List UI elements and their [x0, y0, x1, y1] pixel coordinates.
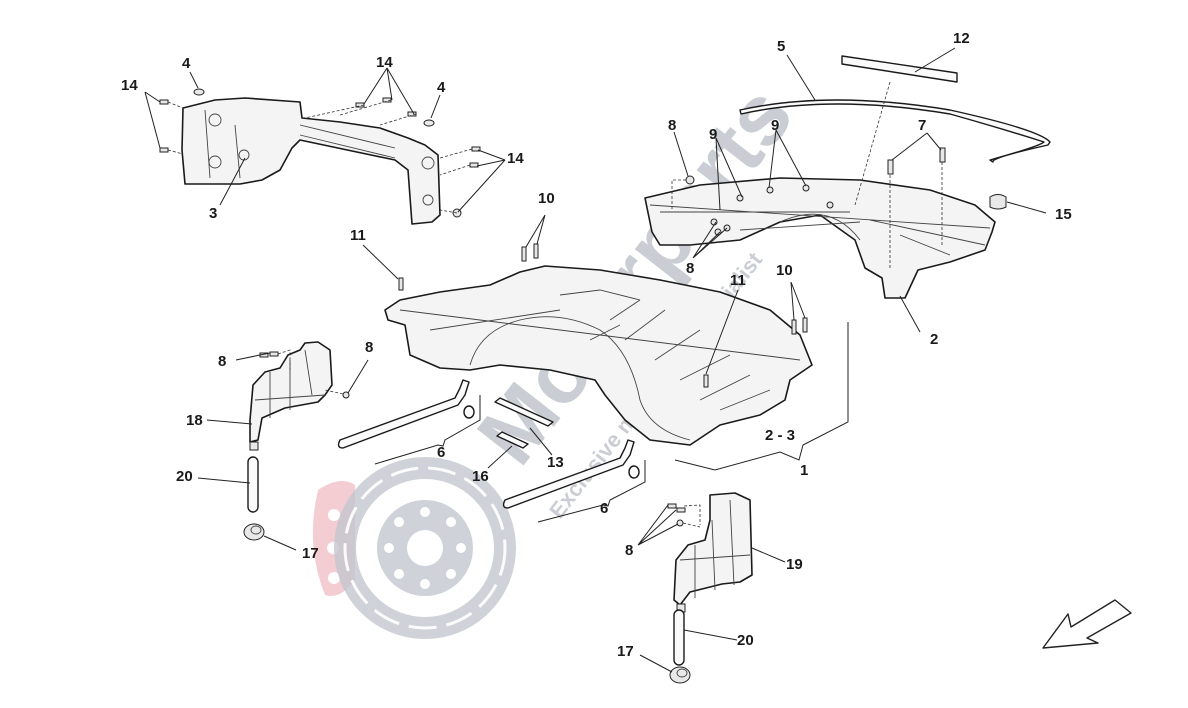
part-5-trim-strip — [739, 99, 1051, 163]
part-13-bar — [494, 397, 554, 427]
part-16-bar — [496, 431, 529, 449]
callout-10: 10 — [776, 262, 793, 279]
part-12-seal-pad — [841, 55, 958, 83]
part-17-grommet — [669, 666, 691, 684]
callout-9: 9 — [709, 126, 717, 143]
callout-20: 20 — [737, 632, 754, 649]
part-7-bolts — [887, 147, 946, 270]
callout-7: 7 — [918, 117, 926, 134]
callout-labels: 1 2 2 - 3 3 4 4 5 6 6 7 8 8 8 8 8 9 9 10… — [121, 30, 1072, 660]
callout-6: 6 — [437, 444, 445, 461]
part-18-shield — [249, 341, 333, 451]
callout-2-3: 2 - 3 — [765, 427, 795, 444]
callout-3: 3 — [209, 205, 217, 222]
part-15-cap — [989, 194, 1007, 210]
part-1-underbody-tray — [384, 265, 813, 446]
callout-8: 8 — [686, 260, 694, 277]
callout-4: 4 — [182, 55, 191, 72]
part-3-crossmember — [181, 97, 441, 225]
callout-2: 2 — [930, 331, 938, 348]
group-bracket-1 — [674, 322, 849, 471]
part-2-rear-shell — [644, 177, 996, 299]
callout-5: 5 — [777, 38, 785, 55]
part-8-screws-left — [259, 349, 350, 399]
part-4-grommet — [193, 88, 205, 96]
callout-8: 8 — [668, 117, 676, 134]
callout-6: 6 — [600, 500, 608, 517]
part-6-tubes — [337, 379, 646, 523]
callout-20: 20 — [176, 468, 193, 485]
part-8-screws-right — [667, 503, 701, 528]
callout-18: 18 — [186, 412, 203, 429]
callout-19: 19 — [786, 556, 803, 573]
callout-14: 14 — [507, 150, 524, 167]
callout-8: 8 — [625, 542, 633, 559]
callout-8: 8 — [365, 339, 373, 356]
callout-14: 14 — [121, 77, 138, 94]
callout-4: 4 — [437, 79, 446, 96]
part-11-screws — [398, 277, 709, 388]
part-17-grommet — [243, 523, 265, 541]
part-20-tube — [673, 609, 685, 666]
callout-9: 9 — [771, 117, 779, 134]
callout-14: 14 — [376, 54, 393, 71]
callout-13: 13 — [547, 454, 564, 471]
part-20-tube — [247, 456, 259, 513]
callout-11: 11 — [350, 227, 366, 244]
callout-8: 8 — [218, 353, 226, 370]
callout-12: 12 — [953, 30, 970, 47]
front-direction-arrow — [1042, 599, 1132, 649]
watermark-brake-disc-logo — [312, 457, 516, 639]
callout-10: 10 — [538, 190, 555, 207]
part-19-shield — [673, 492, 753, 613]
callout-17: 17 — [617, 643, 634, 660]
callout-17: 17 — [302, 545, 319, 562]
leader-lines — [144, 47, 1047, 673]
callout-16: 16 — [472, 468, 489, 485]
callout-11: 11 — [730, 272, 746, 289]
callout-1: 1 — [800, 462, 808, 479]
part-4-grommet — [423, 119, 435, 127]
callout-15: 15 — [1055, 206, 1072, 223]
